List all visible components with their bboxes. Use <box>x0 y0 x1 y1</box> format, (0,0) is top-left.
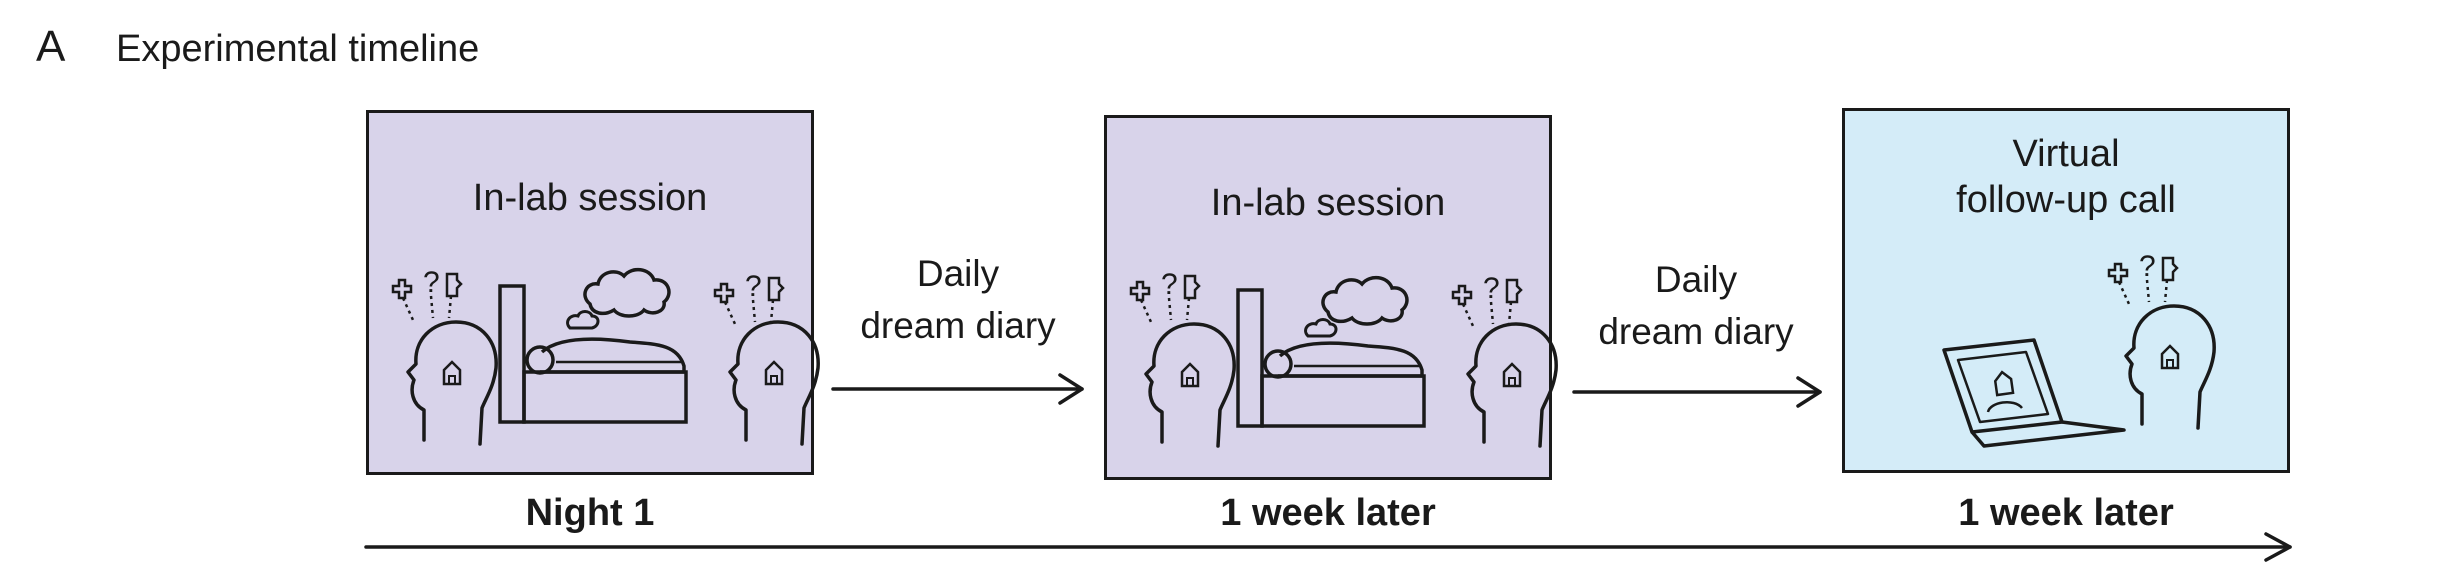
transition-label: Daily dream diary <box>1598 259 1794 352</box>
arrowhead <box>1796 376 1822 408</box>
transition-label: Daily dream diary <box>860 253 1056 346</box>
arrowhead <box>1058 373 1084 405</box>
stage-label: 1 week later <box>1220 492 1436 534</box>
session-title: In-lab session <box>472 177 708 219</box>
session-box-night1: In-lab session <box>366 110 814 475</box>
session-title: Virtual follow-up call <box>1956 133 2176 221</box>
session-box-week1: In-lab session <box>1104 115 1552 480</box>
arrowhead <box>2264 532 2292 562</box>
stage-label: Night 1 <box>525 492 655 534</box>
laptop-icon <box>1942 338 2126 448</box>
session-title: In-lab session <box>1210 182 1446 224</box>
panel-letter: A <box>36 22 66 71</box>
stage-label: 1 week later <box>1958 492 2174 534</box>
panel-title: Experimental timeline <box>116 28 480 70</box>
session-box-followup: Virtual follow-up call <box>1842 108 2290 473</box>
